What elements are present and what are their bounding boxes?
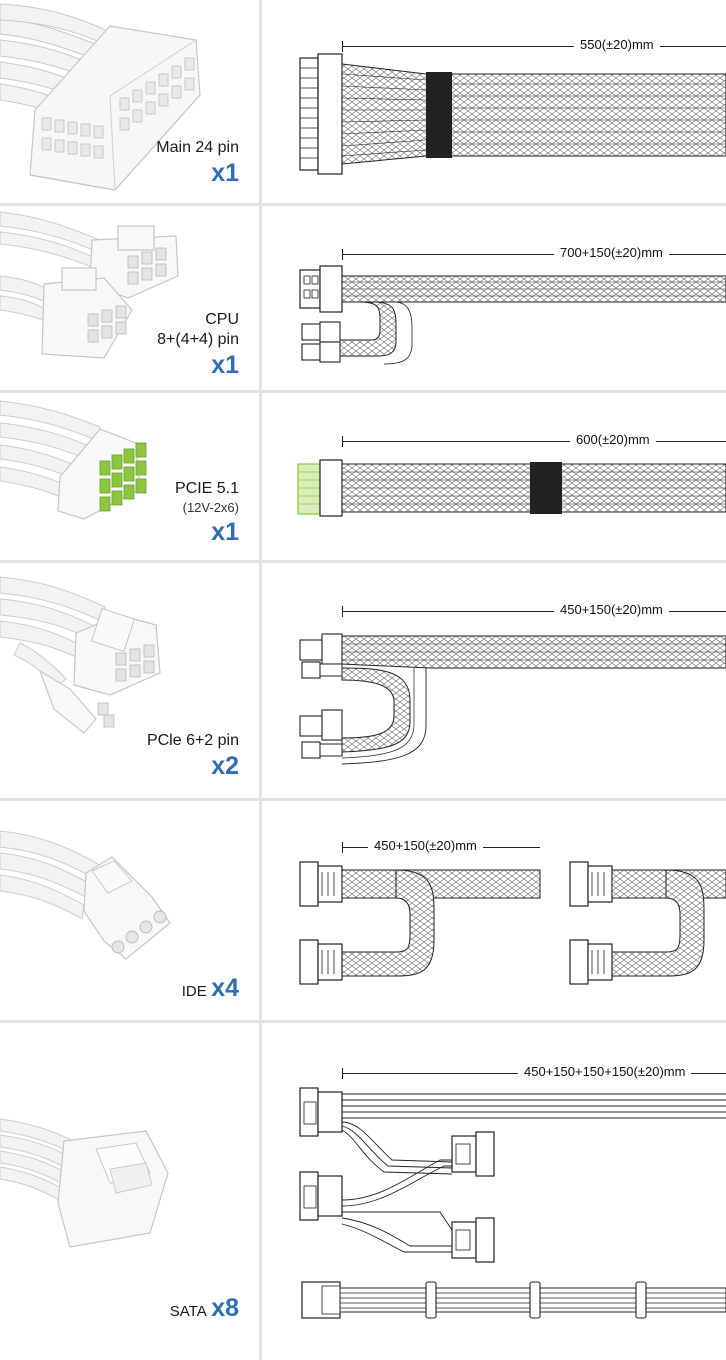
cable-photo-cell: CPU 8+(4+4) pin x1 — [0, 206, 259, 390]
main-24pin-connector-photo — [0, 0, 259, 203]
cable-diagram-cell: 700+150(±20)mm — [262, 206, 726, 390]
cable-name: IDE — [181, 983, 207, 1000]
cable-diagram-cell: 600(±20)mm — [262, 393, 726, 560]
row-divider — [0, 560, 726, 563]
sata-connector-photo — [0, 1023, 259, 1360]
row-divider — [0, 798, 726, 801]
cable-row-pcie51: PCIE 5.1 (12V-2x6) x1 600(±20)mm — [0, 393, 726, 560]
cable-photo-cell: Main 24 pin x1 — [0, 0, 259, 203]
cable-quantity: x2 — [211, 752, 239, 780]
cable-label: IDE x4 — [182, 973, 239, 1003]
cable-photo-cell: IDE x4 — [0, 801, 259, 1020]
cable-name: CPU — [205, 311, 239, 328]
cable-row-cpu: CPU 8+(4+4) pin x1 700+150(±20)mm — [0, 206, 726, 390]
cable-label: PCle 6+2 pin x2 — [147, 731, 239, 781]
cable-photo-cell: PCIE 5.1 (12V-2x6) x1 — [0, 393, 259, 560]
cpu-cable-drawing — [299, 265, 726, 365]
cable-photo-cell: SATA x8 — [0, 1023, 259, 1360]
cable-diagram-cell: 550(±20)mm — [262, 0, 726, 203]
main-24pin-cable-drawing — [299, 53, 726, 175]
cable-quantity: x1 — [211, 159, 239, 187]
cable-pin-spec: 8+(4+4) pin — [157, 331, 239, 348]
cable-row-ide: IDE x4 450+150(±20)mm — [0, 801, 726, 1020]
cable-name: PCIE 5.1 — [174, 480, 239, 497]
cable-photo-cell: PCle 6+2 pin x2 — [0, 563, 259, 798]
length-dimension: 550(±20)mm — [342, 36, 726, 56]
ide-cable-drawing — [299, 861, 726, 985]
cable-name: SATA — [169, 1303, 207, 1320]
row-divider — [0, 390, 726, 393]
cable-name: PCle 6+2 pin — [146, 732, 239, 749]
length-dimension: 450+150(±20)mm — [342, 837, 540, 857]
length-dimension: 700+150(±20)mm — [342, 244, 726, 264]
length-label: 550(±20)mm — [574, 37, 660, 52]
length-label: 450+150(±20)mm — [554, 602, 669, 617]
cpu-connector-photo — [0, 206, 259, 390]
pcie51-connector-photo — [0, 393, 259, 560]
pcie51-cable-drawing — [297, 459, 726, 517]
cable-label: CPU 8+(4+4) pin x1 — [157, 310, 239, 380]
row-divider — [0, 203, 726, 206]
cable-diagram-cell: 450+150(±20)mm — [262, 563, 726, 798]
cable-quantity: x1 — [211, 518, 239, 546]
pcie-6-2-connector-photo — [0, 563, 259, 798]
cable-quantity: x4 — [211, 974, 239, 1002]
length-label: 450+150(±20)mm — [368, 838, 483, 853]
row-divider — [0, 1020, 726, 1023]
cable-quantity: x8 — [211, 1294, 239, 1322]
length-label: 450+150+150+150(±20)mm — [518, 1064, 692, 1079]
pcie-6-2-cable-drawing — [299, 633, 726, 765]
cable-name: Main 24 pin — [156, 139, 239, 156]
cable-quantity: x1 — [211, 351, 239, 379]
cable-diagram-cell: 450+150(±20)mm — [262, 801, 726, 1020]
cable-row-main-24pin: Main 24 pin x1 550(±20)mm — [0, 0, 726, 203]
sata-cable-drawing — [299, 1087, 726, 1319]
cable-label: Main 24 pin x1 — [156, 138, 239, 188]
cable-pin-spec: (12V-2x6) — [182, 500, 239, 515]
length-label: 700+150(±20)mm — [554, 245, 669, 260]
ide-molex-connector-photo — [0, 801, 259, 1020]
cable-row-pcie-6-2: PCle 6+2 pin x2 450+150(±20)mm — [0, 563, 726, 798]
column-divider — [259, 0, 262, 1360]
cable-diagram-cell: 450+150+150+150(±20)mm — [262, 1023, 726, 1360]
cable-label: PCIE 5.1 (12V-2x6) x1 — [175, 479, 239, 547]
length-dimension: 450+150(±20)mm — [342, 601, 726, 621]
length-dimension: 600(±20)mm — [342, 431, 726, 451]
length-label: 600(±20)mm — [570, 432, 656, 447]
cable-row-sata: SATA x8 450+150+150+150(±20)mm — [0, 1023, 726, 1360]
length-dimension: 450+150+150+150(±20)mm — [342, 1063, 726, 1083]
cable-label: SATA x8 — [170, 1293, 239, 1323]
